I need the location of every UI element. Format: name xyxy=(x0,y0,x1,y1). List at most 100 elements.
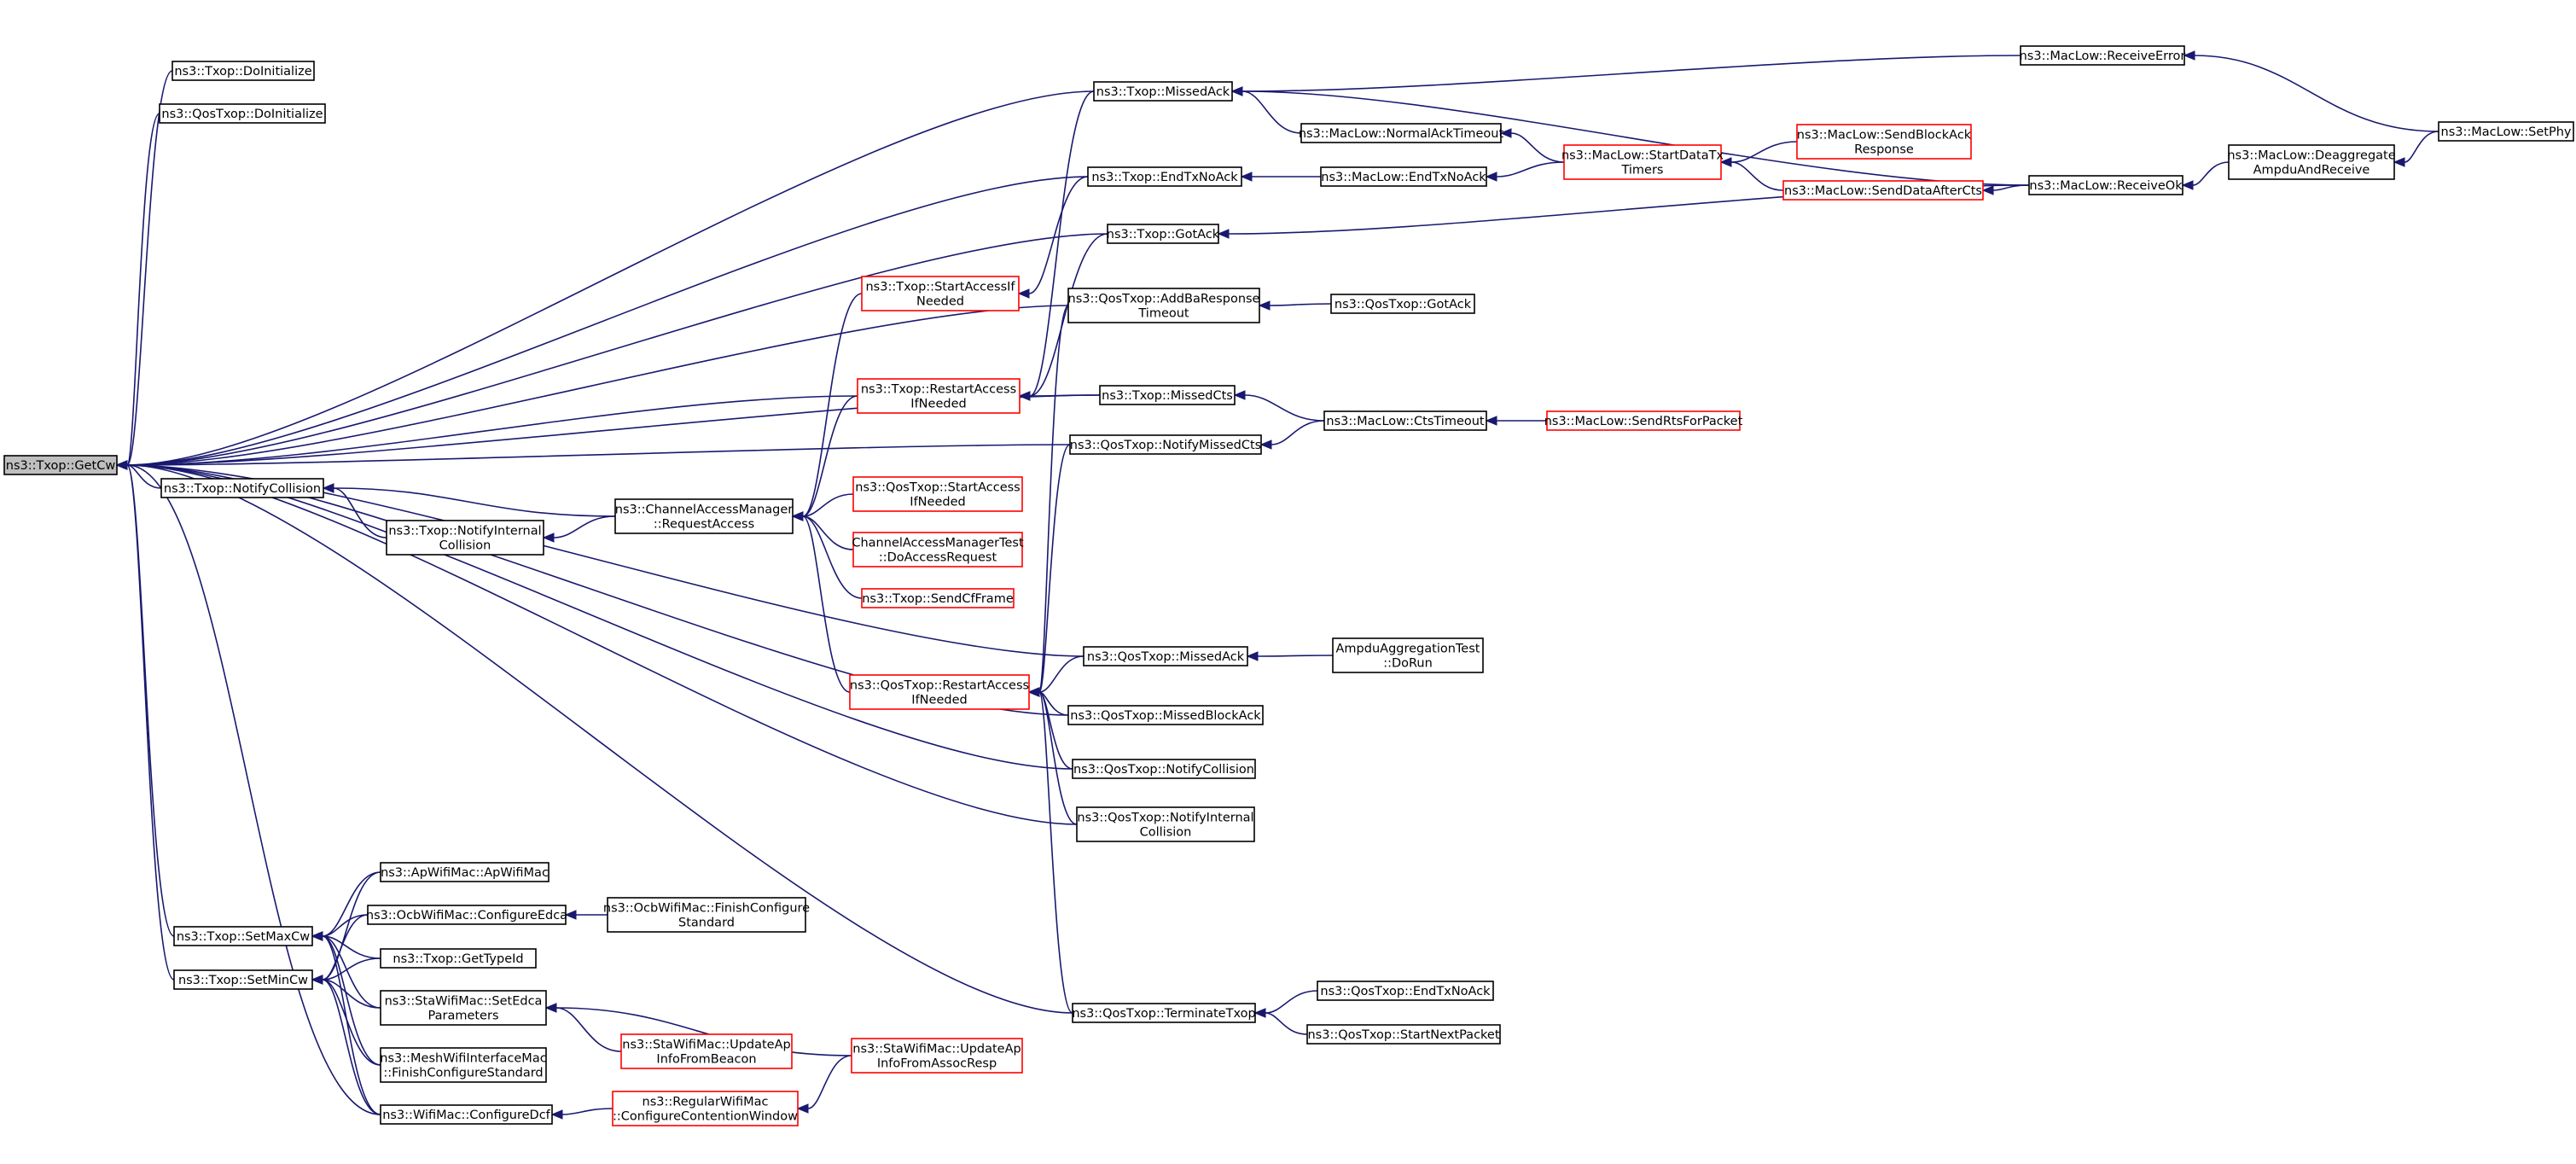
graph-node-macsendrts[interactable]: ns3::MacLow::SendRtsForPacket xyxy=(1544,410,1743,431)
graph-node-macnormalack[interactable]: ns3::MacLow::NormalAckTimeout xyxy=(1299,123,1504,143)
call-edge-startaccessif-to-chreqaccess xyxy=(802,293,863,517)
graph-node-ampdutest[interactable]: AmpduAggregationTest::DoRun xyxy=(1332,637,1484,673)
graph-node-endtxnoack[interactable]: ns3::Txop::EndTxNoAck xyxy=(1087,166,1242,187)
node-label: ::ConfigureContentionWindow xyxy=(613,1109,798,1123)
node-box xyxy=(367,905,567,925)
node-box xyxy=(380,1104,553,1125)
graph-node-macsetphy[interactable]: ns3::MacLow::SetPhy xyxy=(2438,121,2574,142)
graph-node-gettypeid[interactable]: ns3::Txop::GetTypeId xyxy=(380,948,537,969)
node-label: Timeout xyxy=(1137,306,1189,320)
graph-node-gotack[interactable]: ns3::Txop::GotAck xyxy=(1107,224,1220,244)
node-label: ns3::ChannelAccessManager xyxy=(615,503,794,516)
node-box xyxy=(1323,410,1487,431)
call-edge-gotack-to-restartaccess xyxy=(1029,233,1108,397)
node-box xyxy=(1332,637,1484,673)
graph-node-getcw[interactable]: ns3::Txop::GetCw xyxy=(3,455,118,475)
call-edge-arrowhead xyxy=(1258,300,1271,311)
graph-node-wificonfdcf[interactable]: ns3::WifiMac::ConfigureDcf xyxy=(380,1104,553,1125)
graph-node-chtest[interactable]: ChannelAccessManagerTest::DoAccessReques… xyxy=(852,532,1024,567)
graph-node-qos_doinit[interactable]: ns3::QosTxop::DoInitialize xyxy=(159,103,326,124)
graph-node-macreceiveok[interactable]: ns3::MacLow::ReceiveOk xyxy=(2028,175,2183,195)
graph-node-chreqaccess[interactable]: ns3::ChannelAccessManager::RequestAccess xyxy=(614,498,794,534)
graph-node-setmincw[interactable]: ns3::Txop::SetMinCw xyxy=(173,969,313,990)
graph-node-macctstimeout[interactable]: ns3::MacLow::CtsTimeout xyxy=(1323,410,1487,431)
call-edge-arrowhead xyxy=(311,975,323,985)
call-edge-ampdutest-to-qosmissedack xyxy=(1257,655,1334,657)
graph-node-macreceiveerror[interactable]: ns3::MacLow::ReceiveError xyxy=(2020,45,2186,66)
node-label: ns3::MacLow::StartDataTx xyxy=(1561,148,1724,162)
node-label: ns3::MacLow::ReceiveOk xyxy=(2029,179,2183,193)
node-box xyxy=(852,476,1023,512)
graph-node-ocbconfedca[interactable]: ns3::OcbWifiMac::ConfigureEdca xyxy=(366,905,567,925)
call-edge-arrowhead xyxy=(1233,390,1246,400)
call-edge-arrowhead xyxy=(791,511,804,521)
node-label: ns3::MacLow::ReceiveError xyxy=(2020,49,2186,63)
node-label: ns3::MacLow::SendBlockAck xyxy=(1797,128,1972,142)
node-label: Standard xyxy=(678,916,735,929)
node-box xyxy=(1306,1024,1501,1045)
graph-node-regconfcw[interactable]: ns3::RegularWifiMac::ConfigureContention… xyxy=(612,1091,799,1126)
graph-node-qosendtxnoack[interactable]: ns3::QosTxop::EndTxNoAck xyxy=(1317,981,1494,1001)
graph-node-macsenddataaftercts[interactable]: ns3::MacLow::SendDataAfterCts xyxy=(1782,180,1984,201)
node-box xyxy=(380,948,537,969)
node-box xyxy=(861,276,1020,311)
call-edge-qosendtxnoack-to-qosterminate xyxy=(1265,990,1318,1014)
graph-node-apwifimac[interactable]: ns3::ApWifiMac::ApWifiMac xyxy=(380,862,550,882)
node-label: ns3::Txop::SetMinCw xyxy=(178,974,308,987)
call-edge-macsetphy-to-macdeaggregate xyxy=(2404,131,2439,163)
graph-node-qosmissedack[interactable]: ns3::QosTxop::MissedAck xyxy=(1083,646,1248,666)
node-box xyxy=(1107,224,1219,244)
graph-node-sendcfframe[interactable]: ns3::Txop::SendCfFrame xyxy=(861,588,1015,608)
call-edge-arrowhead xyxy=(1018,391,1031,401)
node-box xyxy=(1067,288,1260,323)
call-edge-arrowhead xyxy=(1240,172,1253,182)
graph-node-qosnotifymissedcts[interactable]: ns3::QosTxop::NotifyMissedCts xyxy=(1069,434,1262,455)
graph-node-qosnotifycollision[interactable]: ns3::QosTxop::NotifyCollision xyxy=(1072,759,1256,779)
node-label: ns3::MeshWifiInterfaceMac xyxy=(380,1051,546,1065)
graph-node-meshfinish[interactable]: ns3::MeshWifiInterfaceMac::FinishConfigu… xyxy=(380,1047,547,1083)
node-label: ns3::OcbWifiMac::ConfigureEdca xyxy=(366,909,567,922)
node-label: ns3::QosTxop::GotAck xyxy=(1335,298,1472,311)
call-edge-setmaxcw-to-getcw xyxy=(126,464,175,937)
graph-node-missedcts[interactable]: ns3::Txop::MissedCts xyxy=(1099,385,1236,405)
graph-node-ocbfinish[interactable]: ns3::OcbWifiMac::FinishConfigureStandard xyxy=(603,897,810,933)
call-edge-qosstartnext-to-qosterminate xyxy=(1265,1012,1308,1035)
graph-node-macendtxnoack[interactable]: ns3::MacLow::EndTxNoAck xyxy=(1320,166,1487,187)
graph-node-qosgotack[interactable]: ns3::QosTxop::GotAck xyxy=(1330,294,1475,314)
node-label: Timers xyxy=(1620,163,1663,177)
graph-node-notifycollision[interactable]: ns3::Txop::NotifyCollision xyxy=(160,478,324,498)
graph-node-setmaxcw[interactable]: ns3::Txop::SetMaxCw xyxy=(173,926,313,946)
call-edge-macreceiveok-to-missedack xyxy=(1241,90,2030,186)
graph-node-qosterminate[interactable]: ns3::QosTxop::TerminateTxop xyxy=(1072,1003,1256,1023)
node-box xyxy=(1563,144,1722,180)
call-edge-arrowhead xyxy=(1017,288,1030,299)
call-edge-meshfinish-to-setmincw xyxy=(322,979,381,1066)
graph-node-qosstartnext[interactable]: ns3::QosTxop::StartNextPacket xyxy=(1306,1024,1501,1045)
node-box xyxy=(3,455,118,475)
call-edge-wificonfdcf-to-setmincw xyxy=(322,979,381,1115)
node-label: ns3::Txop::EndTxNoAck xyxy=(1091,171,1238,184)
node-label: ns3::OcbWifiMac::FinishConfigure xyxy=(603,901,810,915)
graph-node-staupdassoc[interactable]: ns3::StaWifiMac::UpdateApInfoFromAssocRe… xyxy=(851,1038,1023,1074)
call-edge-arrowhead xyxy=(1230,86,1243,96)
call-edge-setmincw-to-getcw xyxy=(126,464,175,981)
graph-node-txop_doinit[interactable]: ns3::Txop::DoInitialize xyxy=(172,61,315,81)
node-label: ns3::QosTxop::EndTxNoAck xyxy=(1320,985,1491,998)
graph-node-missedack[interactable]: ns3::Txop::MissedAck xyxy=(1093,81,1233,102)
graph-node-qosmissedblockack[interactable]: ns3::QosTxop::MissedBlockAck xyxy=(1067,705,1264,725)
node-label: ns3::MacLow::CtsTimeout xyxy=(1326,415,1485,428)
call-edge-arrowhead xyxy=(1027,687,1040,697)
